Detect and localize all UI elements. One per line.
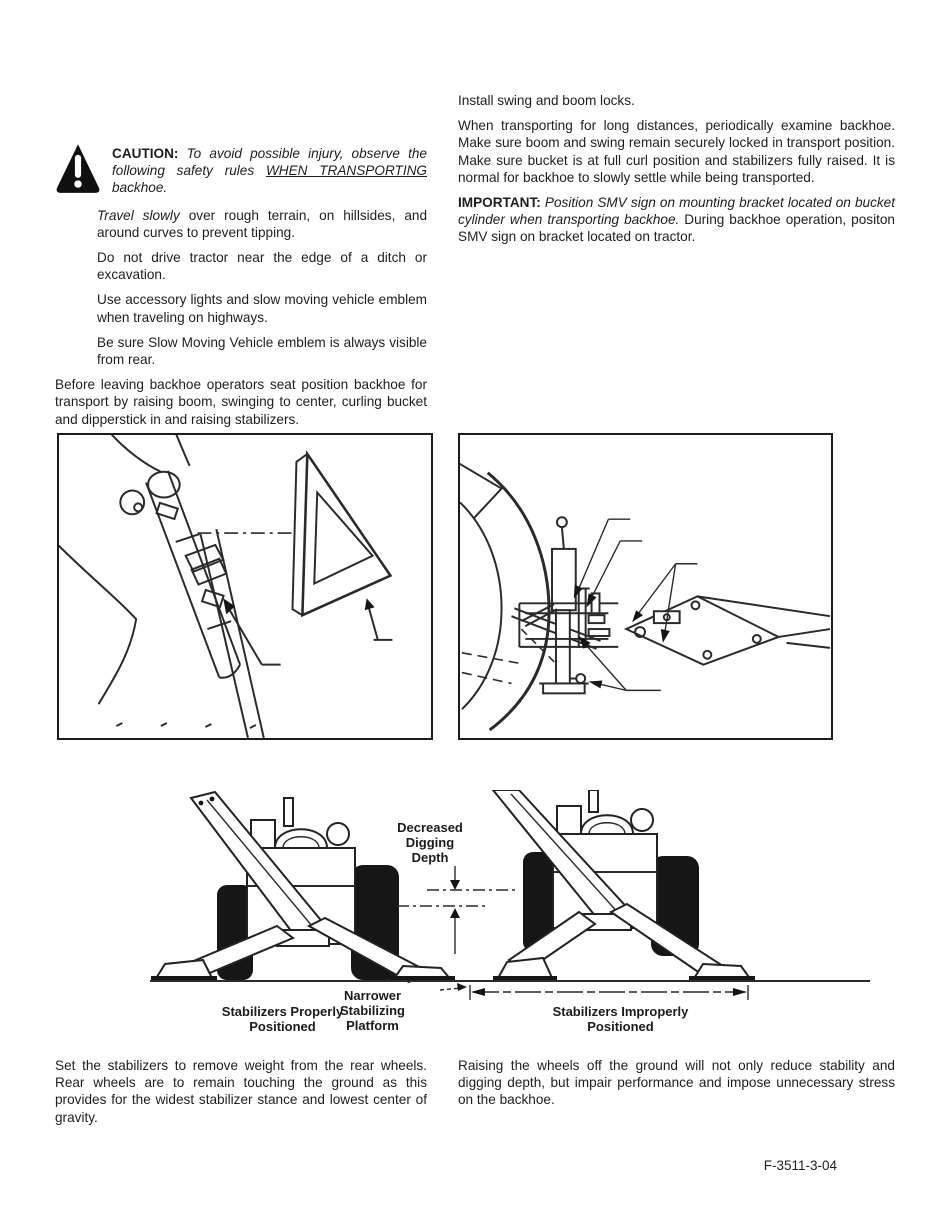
tractor-proper	[151, 790, 455, 984]
smv-sign-figure	[57, 433, 433, 740]
caution-paragraph: CAUTION: To avoid possible injury, obser…	[112, 140, 427, 197]
bottom-right-paragraph-wrap: Raising the wheels off the ground will n…	[458, 1057, 895, 1117]
important-rest: During backhoe operation, positon SMV si…	[458, 212, 895, 245]
paragraph-smv-visible: Be sure Slow Moving Vehicle emblem is al…	[97, 334, 427, 368]
figure-reference-code: F-3511-3-04	[763, 1158, 837, 1173]
stabilizer-comparison-figure	[150, 790, 870, 1000]
digging-depth-callout	[397, 866, 517, 954]
paragraph-transporting: When transporting for long distances, pe…	[458, 118, 895, 185]
caution-text-pre: To avoid possible injury, observe the fo…	[112, 146, 427, 179]
paragraph-ditch: Do not drive tractor near the edge of a …	[97, 250, 427, 283]
important-label: IMPORTANT:	[458, 195, 541, 211]
figure1-arrows	[223, 598, 393, 666]
paragraph-raising-wheels: Raising the wheels off the ground will n…	[458, 1058, 895, 1108]
paragraph-before-leaving: Before leaving backhoe operators seat po…	[55, 377, 427, 427]
label-stabilizers-properly-positioned: Stabilizers Properly Positioned	[221, 1004, 344, 1034]
paragraph-lights: Use accessory lights and slow moving veh…	[97, 292, 427, 325]
paragraph-set-stabilizers: Set the stabilizers to remove weight fro…	[55, 1058, 427, 1125]
tractor-improper	[491, 790, 755, 981]
transport-locks-figure	[458, 433, 833, 740]
caution-block: CAUTION: To avoid possible injury, obser…	[55, 140, 427, 197]
caution-text-underlined: WHEN TRANSPORTING	[265, 163, 427, 179]
right-column: Install swing and boom locks. When trans…	[458, 92, 895, 254]
platform-width-dimension	[439, 983, 749, 1000]
travel-rest: over rough terrain, on hillsides, and ar…	[97, 207, 428, 240]
paragraph-install-locks: Install swing and boom locks.	[458, 93, 635, 108]
transport-locks-drawing	[460, 462, 831, 732]
paragraph-travel-slowly: Travel slowly over rough terrain, on hil…	[97, 207, 427, 241]
smv-sign-drawing	[59, 435, 393, 738]
travel-lead: Travel slowly	[97, 207, 180, 223]
paragraph-important: IMPORTANT: Position SMV sign on mounting…	[458, 194, 895, 246]
left-column: CAUTION: To avoid possible injury, obser…	[55, 140, 427, 436]
important-italic: Position SMV sign on mounting bracket lo…	[458, 195, 895, 228]
caution-text-post: backhoe.	[112, 180, 168, 196]
bottom-left-paragraph-wrap: Set the stabilizers to remove weight fro…	[55, 1057, 427, 1134]
caution-label: CAUTION:	[112, 146, 179, 161]
label-stabilizers-improperly-positioned: Stabilizers Improperly Positioned	[552, 1004, 689, 1034]
label-decreased-digging-depth: Decreased Digging Depth	[397, 820, 463, 865]
figure2-leaders	[573, 518, 698, 692]
warning-triangle-icon	[56, 144, 100, 193]
label-narrower-stabilizing-platform: Narrower Stabilizing Platform	[340, 988, 405, 1033]
